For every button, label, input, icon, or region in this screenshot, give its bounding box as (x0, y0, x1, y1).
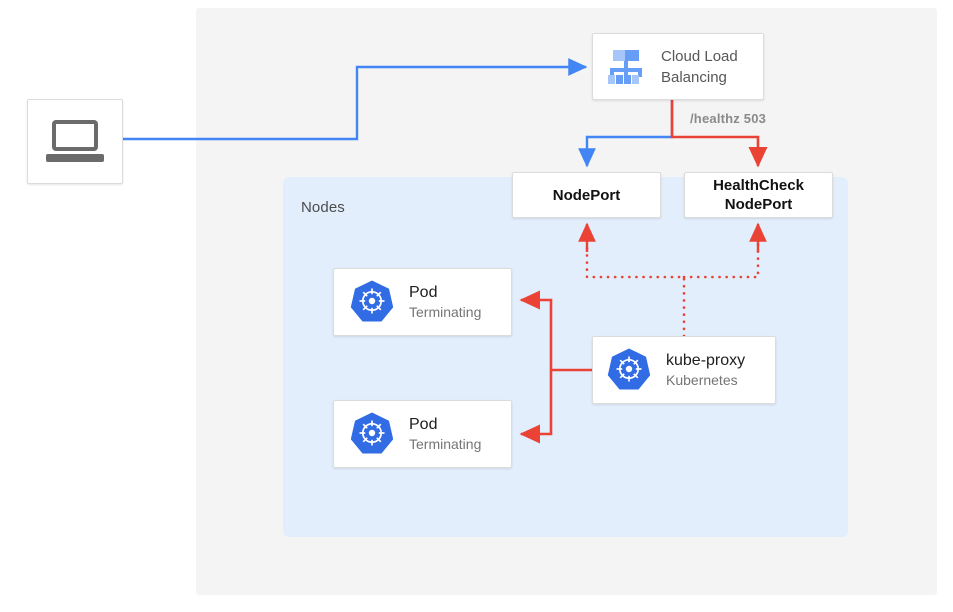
hc-label-line1: HealthCheck (713, 177, 804, 194)
nodes-region-label: Nodes (301, 199, 345, 216)
pod-node-2[interactable]: Pod Terminating (333, 400, 512, 468)
kube-proxy-text: kube-proxy Kubernetes (666, 351, 745, 390)
healthcheck-nodeport-node[interactable]: HealthCheck NodePort (684, 172, 833, 218)
healthz-edge-label: /healthz 503 (690, 111, 767, 126)
hc-label-line2: NodePort (724, 196, 793, 213)
clb-label-line2: Balancing (661, 68, 727, 86)
kube-proxy-title: kube-proxy (666, 351, 746, 369)
client-node[interactable] (27, 99, 123, 184)
nodeport-label: NodePort (553, 186, 621, 205)
cloud-load-balancing-node[interactable]: Cloud Load Balancing (592, 33, 764, 100)
pod-1-subtitle: Terminating (409, 303, 482, 320)
kubernetes-icon (350, 410, 394, 459)
cloud-load-balancing-icon (607, 49, 645, 84)
laptop-icon (46, 119, 104, 164)
kube-proxy-node[interactable]: kube-proxy Kubernetes (592, 336, 776, 404)
pod-1-title: Pod (409, 283, 438, 301)
nodeport-label-line1: NodePort (552, 186, 621, 204)
healthcheck-nodeport-label: HealthCheck NodePort (713, 176, 804, 214)
pod-1-text: Pod Terminating (409, 283, 481, 322)
nodeport-node[interactable]: NodePort (512, 172, 661, 218)
pod-2-subtitle: Terminating (409, 435, 482, 452)
kubernetes-icon (350, 278, 394, 327)
pod-2-text: Pod Terminating (409, 415, 481, 454)
pod-node-1[interactable]: Pod Terminating (333, 268, 512, 336)
pod-2-title: Pod (409, 415, 438, 433)
kube-proxy-subtitle: Kubernetes (666, 371, 738, 388)
cloud-load-balancing-label: Cloud Load Balancing (661, 46, 738, 88)
clb-label-line1: Cloud Load (661, 47, 738, 65)
kubernetes-icon (607, 346, 651, 395)
